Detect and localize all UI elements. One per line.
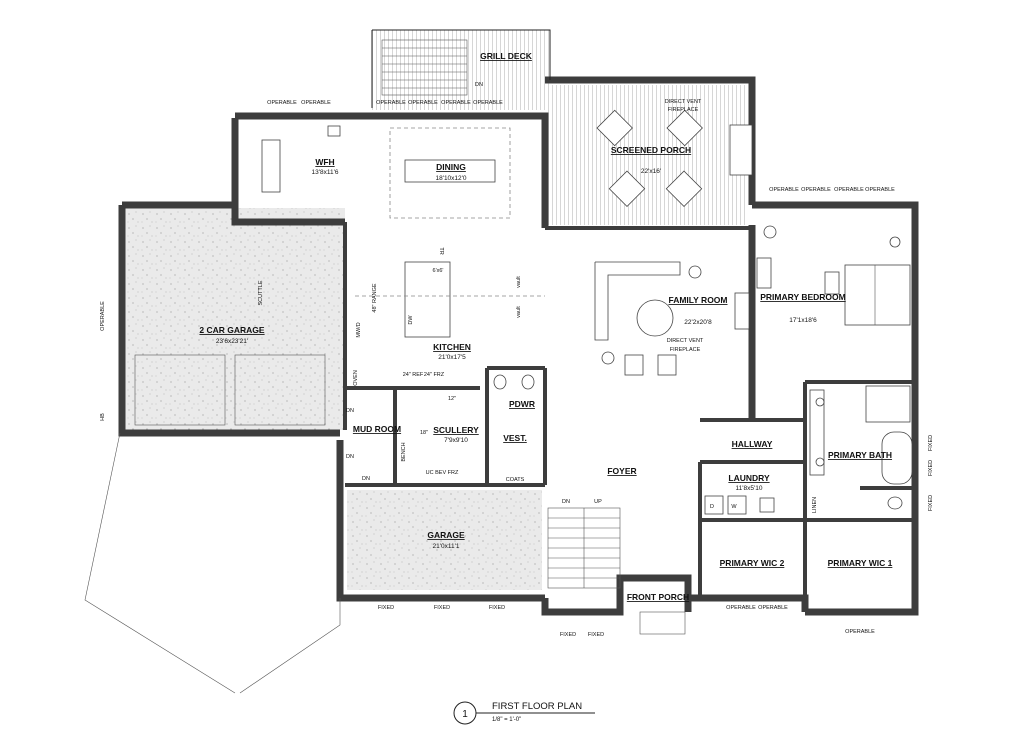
room-name-foyer: FOYER bbox=[607, 466, 636, 476]
room-name-mud-room: MUD ROOM bbox=[353, 424, 401, 434]
window-note-wic2-1: OPERABLE bbox=[726, 605, 756, 611]
laundry-note-w: W bbox=[731, 504, 737, 510]
kitchen-note-ref: 24" REF bbox=[403, 372, 424, 378]
room-dims-garage: 21'0x11'1 bbox=[433, 543, 460, 550]
title-block: 1 FIRST FLOOR PLAN 1/8" = 1'-0" bbox=[453, 701, 595, 725]
garage-note-scuttle: SCUTTLE bbox=[258, 280, 264, 305]
kitchen-note-dw: DW bbox=[408, 315, 414, 325]
walls bbox=[118, 29, 919, 616]
scullery-note-bev: UC BEV FRZ bbox=[426, 470, 459, 476]
furniture bbox=[84, 39, 913, 694]
room-name-primary-wic-1: PRIMARY WIC 1 bbox=[828, 558, 893, 568]
kitchen-note-tr: TR bbox=[438, 247, 444, 254]
room-dims-primary-bedroom: 17'1x18'6 bbox=[789, 317, 817, 324]
drawing-title: FIRST FLOOR PLAN bbox=[492, 701, 582, 712]
room-name-screened-porch: SCREENED PORCH bbox=[611, 145, 691, 155]
room-name-dining: DINING bbox=[436, 162, 466, 172]
window-note-foyer-2: FIXED bbox=[588, 632, 604, 638]
room-dims-dining: 18'10x12'0 bbox=[435, 175, 466, 182]
room-dims-laundry: 11'8x5'10 bbox=[736, 485, 763, 492]
room-name-family-room: FAMILY ROOM bbox=[668, 295, 727, 305]
kitchen-note-frz: 24" FRZ bbox=[424, 372, 445, 378]
window-note-wic1: OPERABLE bbox=[845, 629, 875, 635]
fireplace-note-porch-2: FIREPLACE bbox=[668, 107, 699, 113]
fireplace-note-family-1: DIRECT VENT bbox=[667, 338, 704, 344]
window-note-bath-3: FIXED bbox=[928, 495, 934, 511]
room-name-grill-deck: GRILL DECK bbox=[480, 51, 533, 61]
room-name-hallway: HALLWAY bbox=[732, 439, 773, 449]
window-note-garage-south-2: FIXED bbox=[434, 605, 450, 611]
fireplace-note-porch-1: DIRECT VENT bbox=[665, 99, 702, 105]
kitchen-note-range: 48" RANGE bbox=[372, 283, 378, 312]
window-note-bed-2: OPERABLE bbox=[801, 187, 831, 193]
room-dims-family-room: 22'2x20'8 bbox=[684, 319, 712, 326]
annotations: OPERABLE OPERABLE OPERABLE OPERABLE OPER… bbox=[100, 82, 934, 638]
window-note-stair-2: OPERABLE bbox=[408, 100, 438, 106]
scullery-note-18: 18" bbox=[420, 430, 428, 436]
room-name-kitchen: KITCHEN bbox=[433, 342, 471, 352]
room-name-wfh: WFH bbox=[315, 157, 334, 167]
room-labels: GRILL DECK WFH 13'8x11'6 DINING 18'10x12… bbox=[199, 51, 892, 602]
room-name-primary-bath: PRIMARY BATH bbox=[828, 450, 892, 460]
room-dims-scullery: 7'9x9'10 bbox=[444, 437, 468, 444]
room-name-vest: VEST. bbox=[503, 433, 527, 443]
room-name-primary-bedroom: PRIMARY BEDROOM bbox=[760, 292, 845, 302]
window-note-stair-3: OPERABLE bbox=[441, 100, 471, 106]
window-note-bath-1: FIXED bbox=[928, 435, 934, 451]
window-note-bath-2: FIXED bbox=[928, 460, 934, 476]
door-note-mud-dn: DN bbox=[346, 454, 354, 460]
kitchen-note-oven: OVEN bbox=[353, 370, 359, 386]
room-dims-2-car-garage: 23'6x23'21' bbox=[216, 338, 248, 345]
stair-note-deck-dn: DN bbox=[475, 82, 483, 88]
kitchen-note-vault-2: vault bbox=[516, 306, 522, 318]
window-note-stair-4: OPERABLE bbox=[473, 100, 503, 106]
fireplace-note-family-2: FIREPLACE bbox=[670, 347, 701, 353]
room-name-primary-wic-2: PRIMARY WIC 2 bbox=[720, 558, 785, 568]
room-dims-wfh: 13'8x11'6 bbox=[312, 169, 339, 176]
door-note-garage-dn: DN bbox=[346, 408, 354, 414]
drawing-scale: 1/8" = 1'-0" bbox=[492, 717, 521, 723]
room-name-2-car-garage: 2 CAR GARAGE bbox=[199, 325, 265, 335]
room-dims-kitchen: 21'0x17'5 bbox=[438, 354, 466, 361]
room-name-scullery: SCULLERY bbox=[433, 425, 479, 435]
window-note-garage-south-1: FIXED bbox=[378, 605, 394, 611]
window-note-wic2-2: OPERABLE bbox=[758, 605, 788, 611]
window-note-garage-south-3: FIXED bbox=[489, 605, 505, 611]
window-note-garage-west: OPERABLE bbox=[100, 301, 106, 331]
mud-note-bench: BENCH bbox=[401, 442, 407, 461]
window-note-bed-3: OPERABLE bbox=[834, 187, 864, 193]
door-note-garage2-dn: DN bbox=[362, 476, 370, 482]
laundry-note-d: D bbox=[710, 504, 714, 510]
room-name-garage: GARAGE bbox=[427, 530, 465, 540]
window-note-stair-1: OPERABLE bbox=[376, 100, 406, 106]
drawing-number: 1 bbox=[462, 709, 468, 720]
stair-note-foyer-up: UP bbox=[594, 499, 602, 505]
stair-note-foyer-dn: DN bbox=[562, 499, 570, 505]
window-note-bed-1: OPERABLE bbox=[769, 187, 799, 193]
floor-fills bbox=[125, 30, 748, 590]
window-note-wfh-2: OPERABLE bbox=[301, 100, 331, 106]
window-note-hb: HB bbox=[100, 413, 106, 421]
room-name-front-porch: FRONT PORCH bbox=[627, 592, 689, 602]
vest-note-coats: COATS bbox=[506, 477, 525, 483]
kitchen-note-size: 6'x6' bbox=[433, 268, 444, 274]
window-note-foyer-1: FIXED bbox=[560, 632, 576, 638]
scullery-note-12: 12" bbox=[448, 396, 456, 402]
bath-note-linen: LINEN bbox=[812, 497, 818, 513]
kitchen-note-vault-1: vault bbox=[516, 276, 522, 288]
window-note-bed-4: OPERABLE bbox=[865, 187, 895, 193]
kitchen-note-mwd: MW/D bbox=[356, 322, 362, 337]
room-name-laundry: LAUNDRY bbox=[728, 473, 770, 483]
room-name-pdwr: PDWR bbox=[509, 399, 535, 409]
room-dims-screened-porch: 22'x16' bbox=[641, 168, 661, 175]
window-note-wfh-1: OPERABLE bbox=[267, 100, 297, 106]
